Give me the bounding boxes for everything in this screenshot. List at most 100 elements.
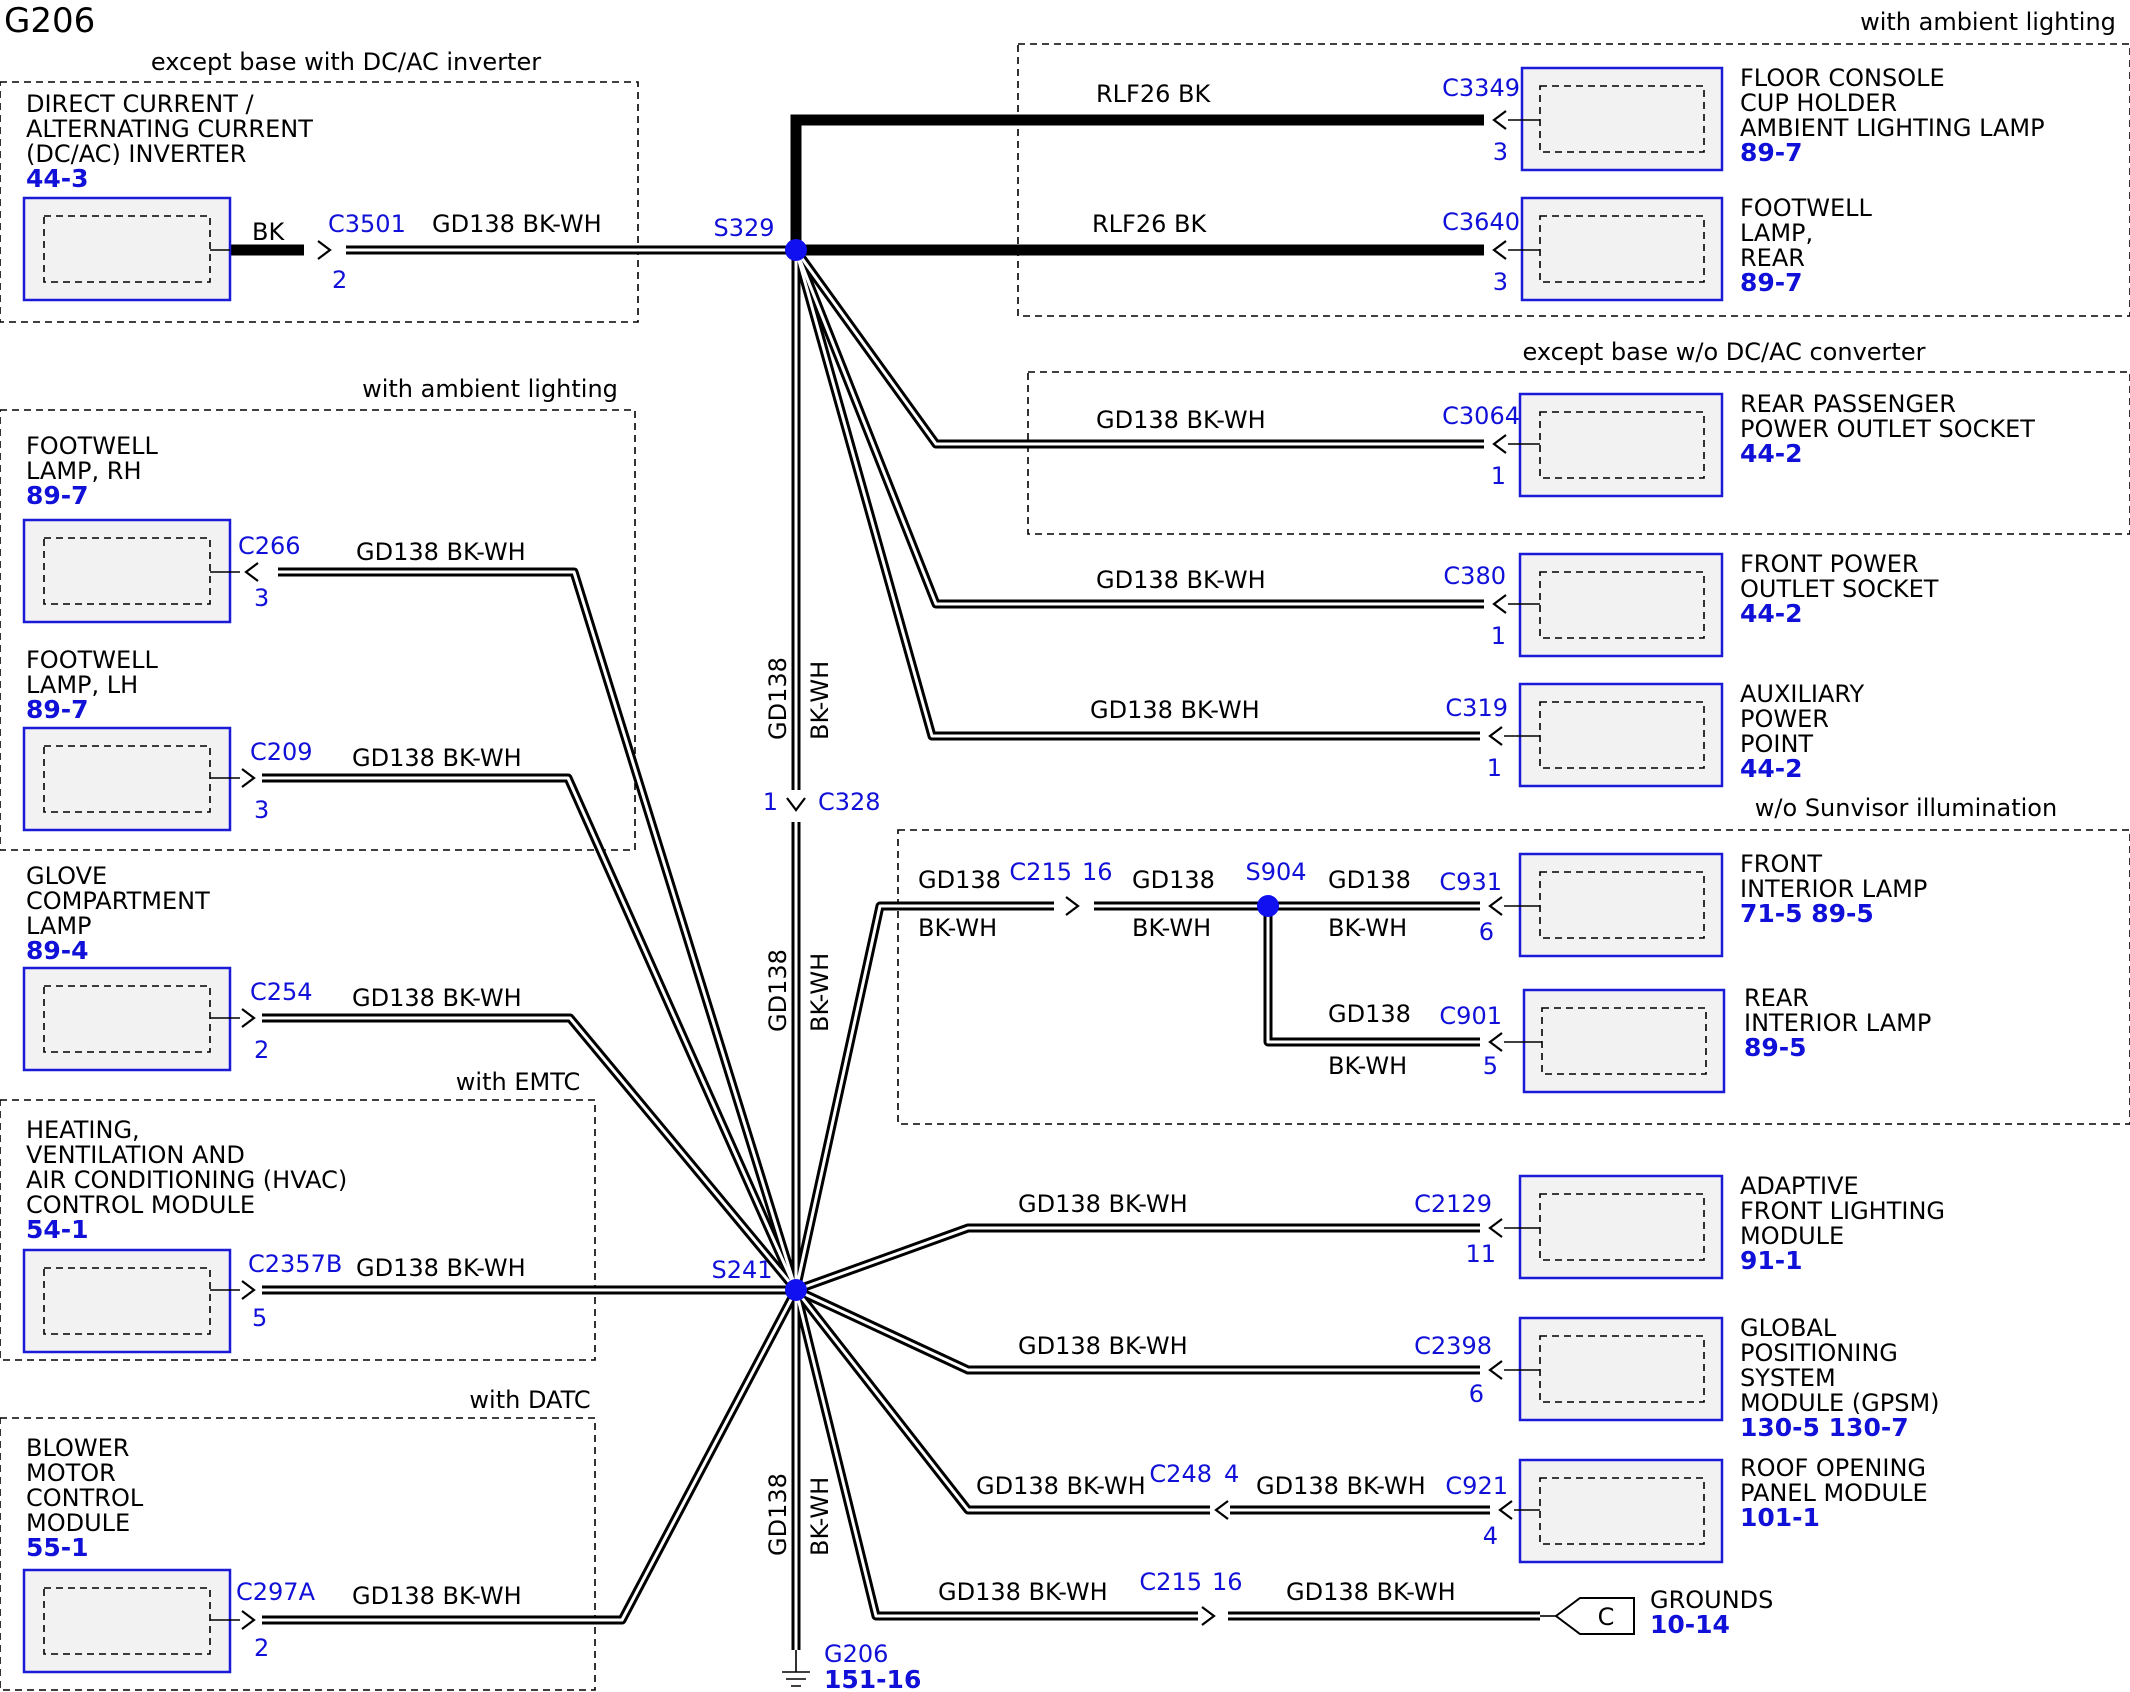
wire-label-c254: GD138 BK-WH [352, 984, 522, 1012]
svg-text:POWER: POWER [1740, 705, 1829, 733]
ground-label-g206: G206 [824, 1640, 888, 1668]
wire-label-c3064: GD138 BK-WH [1096, 406, 1266, 434]
wire-gd138-c215-top-core [794, 904, 1054, 1291]
option-label-ambient-left: with ambient lighting [362, 375, 618, 403]
svg-text:FOOTWELL: FOOTWELL [26, 432, 159, 460]
wire-label-v1-gd: GD138 [764, 657, 792, 740]
svg-text:FRONT POWER: FRONT POWER [1740, 550, 1919, 578]
svg-text:91-1: 91-1 [1740, 1246, 1803, 1275]
option-label-emtc: with EMTC [456, 1068, 580, 1096]
wire-label-c297a: GD138 BK-WH [352, 1582, 522, 1610]
svg-text:VENTILATION AND: VENTILATION AND [26, 1141, 245, 1169]
wire-rlf26-floor-console [790, 114, 1484, 250]
wire-label-c901-bkwh: BK-WH [1328, 1052, 1407, 1080]
wire-label-s904-bkwh: BK-WH [1132, 914, 1211, 942]
svg-text:GROUNDS: GROUNDS [1650, 1586, 1773, 1614]
svg-text:DIRECT CURRENT /: DIRECT CURRENT / [26, 90, 255, 118]
wire-label-c209: GD138 BK-WH [352, 744, 522, 772]
svg-text:LAMP: LAMP [26, 912, 92, 940]
component-hvac: HEATING, VENTILATION AND AIR CONDITIONIN… [22, 1116, 347, 1354]
pin-c2129: 11 [1465, 1240, 1496, 1268]
svg-text:71-5 89-5: 71-5 89-5 [1740, 899, 1874, 928]
svg-text:POWER OUTLET SOCKET: POWER OUTLET SOCKET [1740, 415, 2035, 443]
component-rear-interior-lamp: REAR INTERIOR LAMP 89-5 [1504, 984, 1931, 1094]
connector-arrow-c931 [1488, 895, 1504, 917]
svg-text:AIR CONDITIONING (HVAC): AIR CONDITIONING (HVAC) [26, 1166, 347, 1194]
connector-arrow-c266 [244, 561, 260, 583]
pin-c209: 3 [254, 796, 269, 824]
svg-text:LAMP, LH: LAMP, LH [26, 671, 138, 699]
svg-text:SYSTEM: SYSTEM [1740, 1364, 1836, 1392]
svg-text:ADAPTIVE: ADAPTIVE [1740, 1172, 1859, 1200]
pin-c215-bottom: 16 [1212, 1568, 1243, 1596]
svg-text:FOOTWELL: FOOTWELL [1740, 194, 1873, 222]
region-inverter [0, 81, 639, 323]
splice-label-s329: S329 [713, 214, 774, 242]
connector-arrow-c297a [240, 1609, 256, 1631]
wire-label-c380: GD138 BK-WH [1096, 566, 1266, 594]
wire-gd138-c266 [278, 567, 801, 1292]
pin-c3501: 2 [332, 266, 347, 294]
wire-label-c901-gd: GD138 [1328, 1000, 1411, 1028]
connector-labels: C3501 2 C3349 3 C3640 3 C3064 1 C380 1 C… [236, 74, 1520, 1692]
region-ambient-right [1017, 43, 2130, 317]
connector-arrow-c3501 [316, 239, 332, 261]
wire-label-s904-gd: GD138 [1132, 866, 1215, 894]
svg-text:FLOOR CONSOLE: FLOOR CONSOLE [1740, 64, 1945, 92]
pin-c3640: 3 [1493, 268, 1508, 296]
svg-text:MODULE (GPSM): MODULE (GPSM) [1740, 1389, 1940, 1417]
component-floor-console-lamp: FLOOR CONSOLE CUP HOLDER AMBIENT LIGHTIN… [1508, 64, 2045, 172]
svg-text:89-7: 89-7 [1740, 268, 1803, 297]
splice-s904 [1257, 895, 1279, 917]
svg-text:REAR: REAR [1740, 244, 1805, 272]
svg-text:GLOBAL: GLOBAL [1740, 1314, 1837, 1342]
pin-c319: 1 [1487, 754, 1502, 782]
connector-c380: C380 [1443, 562, 1506, 590]
pin-c215-top: 16 [1082, 858, 1113, 886]
connector-c254: C254 [250, 978, 313, 1006]
connector-c215-bottom: C215 [1139, 1568, 1202, 1596]
svg-text:CONTROL: CONTROL [26, 1484, 144, 1512]
wire-label-grounds: GD138 BK-WH [1286, 1578, 1456, 1606]
connector-c931: C931 [1439, 868, 1502, 896]
connector-arrow-c2357b [240, 1279, 256, 1301]
svg-text:44-2: 44-2 [1740, 439, 1803, 468]
svg-text:LAMP,: LAMP, [1740, 219, 1813, 247]
connector-c901: C901 [1439, 1002, 1502, 1030]
wire-gd138-c215-bottom-core [794, 1289, 1198, 1618]
option-label-converter: except base w/o DC/AC converter [1523, 338, 1926, 366]
option-label-inverter: except base with DC/AC inverter [151, 48, 541, 76]
svg-text:REAR: REAR [1744, 984, 1809, 1012]
svg-text:FRONT: FRONT [1740, 850, 1822, 878]
component-glove-compartment: GLOVE COMPARTMENT LAMP 89-4 [22, 862, 240, 1072]
wire-label-c266: GD138 BK-WH [356, 538, 526, 566]
pin-c248: 4 [1224, 1460, 1239, 1488]
splice-label-s241: S241 [711, 1256, 772, 1284]
connector-arrow-c921 [1498, 1499, 1514, 1521]
connector-arrow-c319 [1488, 725, 1504, 747]
svg-text:CUP HOLDER: CUP HOLDER [1740, 89, 1897, 117]
connector-c3064: C3064 [1442, 402, 1520, 430]
pin-c2398: 6 [1469, 1380, 1484, 1408]
ground-ref-g206: 151-16 [824, 1665, 921, 1692]
connector-arrow-c2398 [1488, 1359, 1504, 1381]
option-label-datc: with DATC [469, 1386, 590, 1414]
connector-arrow-c2129 [1488, 1217, 1504, 1239]
wire-gd138-c297a [262, 1287, 800, 1625]
connector-c248: C248 [1149, 1460, 1212, 1488]
svg-text:MODULE: MODULE [26, 1509, 130, 1537]
connector-c297a: C297A [236, 1578, 316, 1606]
wire-label-c248: GD138 BK-WH [976, 1472, 1146, 1500]
component-inverter: DIRECT CURRENT / ALTERNATING CURRENT (DC… [22, 90, 313, 302]
component-auxiliary-power-point: AUXILIARY POWER POINT 44-2 [1504, 680, 1865, 788]
wire-label-c215-top-bkwh: BK-WH [918, 914, 997, 942]
svg-text:ALTERNATING CURRENT: ALTERNATING CURRENT [26, 115, 313, 143]
wire-label-c215-top-gd: GD138 [918, 866, 1001, 894]
connector-c328: C328 [818, 788, 881, 816]
wire-gd138-c2398-core [795, 1288, 1480, 1372]
connector-c2398: C2398 [1414, 1332, 1492, 1360]
svg-text:INTERIOR LAMP: INTERIOR LAMP [1740, 875, 1927, 903]
svg-text:C: C [1598, 1603, 1615, 1631]
connector-c3349: C3349 [1442, 74, 1520, 102]
